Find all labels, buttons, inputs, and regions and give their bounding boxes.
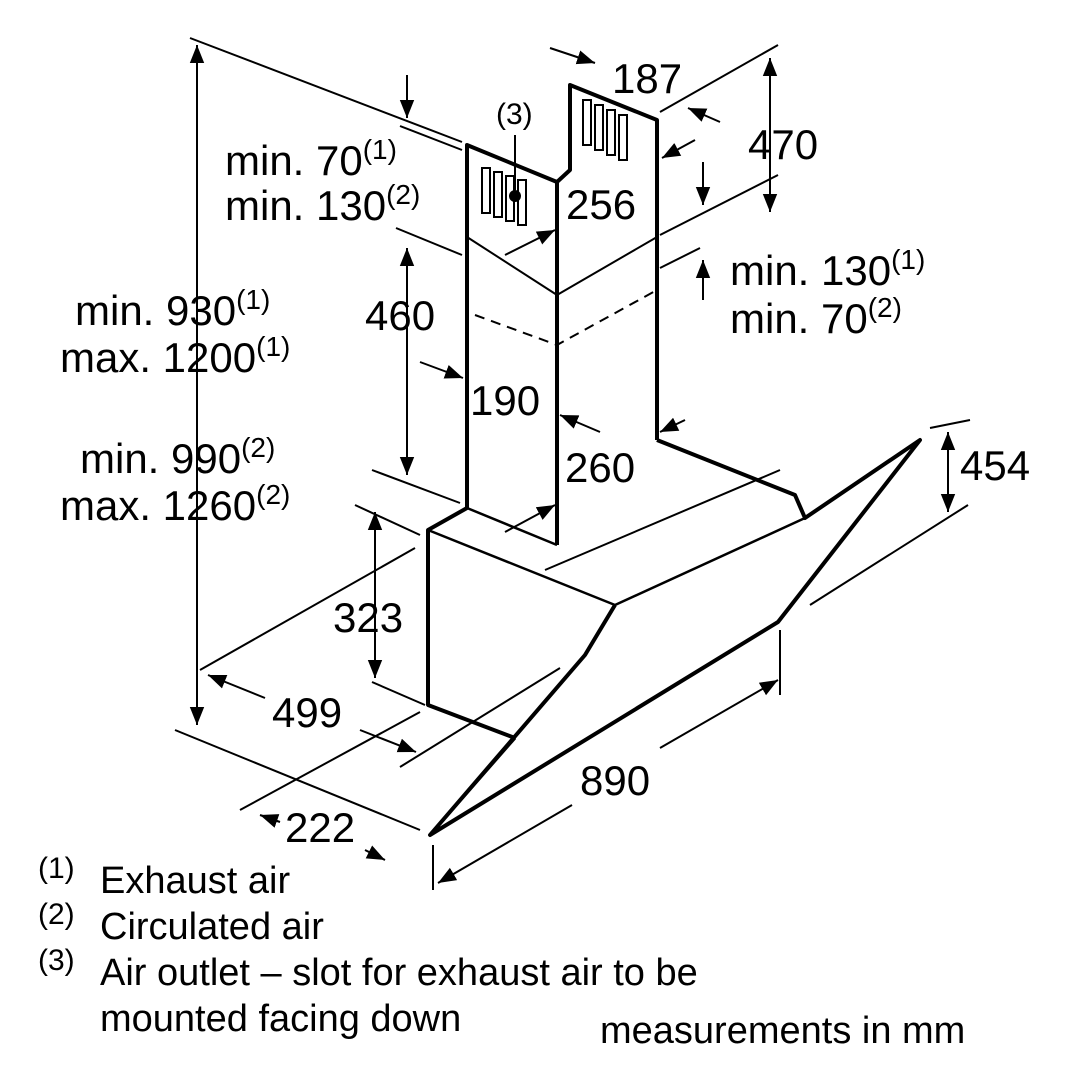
footnote-ref: (1) (891, 244, 926, 275)
legend-item-circulated: (2) Circulated air (38, 900, 324, 948)
label: min. 130 (730, 247, 892, 294)
legend-text: Air outlet – slot for exhaust air to be (100, 952, 698, 994)
dim-187: 187 (612, 55, 683, 102)
dim-260: 260 (565, 444, 636, 491)
label: min. 130 (225, 182, 387, 229)
side-gap-min-circulated: min. 70(2) (730, 294, 902, 342)
height-exhaust-min: min. 930(1) (75, 286, 270, 334)
dim-190: 190 (470, 377, 541, 424)
units-note: measurements in mm (600, 1010, 966, 1052)
height-circulated-min: min. 990(2) (80, 434, 275, 482)
footnote-ref: (2) (867, 292, 902, 323)
legend-item-outlet: (3) Air outlet – slot for exhaust air to … (38, 946, 698, 994)
height-circulated-max: max. 1260(2) (60, 481, 290, 529)
dim-323: 323 (333, 594, 404, 641)
outlet-reference: (3) (496, 98, 533, 131)
label: max. 1200 (60, 334, 257, 381)
hidden-line (474, 289, 658, 347)
legend-number: (1) (38, 852, 75, 885)
footnote-ref: (1) (362, 134, 397, 165)
legend-text: Circulated air (100, 906, 324, 948)
legend-item-exhaust: (1) Exhaust air (38, 854, 291, 902)
legend-number: (2) (38, 898, 75, 931)
side-gap-min-exhaust: min. 130(1) (730, 246, 925, 294)
dim-499: 499 (272, 689, 343, 736)
dim-256: 256 (566, 181, 637, 228)
label: min. 990 (80, 435, 242, 482)
label: min. 70 (225, 137, 363, 184)
dim-454: 454 (960, 442, 1031, 489)
outlet-marker (509, 190, 521, 202)
dim-460: 460 (365, 292, 436, 339)
hood-outline (426, 83, 922, 837)
top-gap-min-exhaust: min. 70(1) (225, 136, 397, 184)
legend-number: (3) (38, 944, 75, 977)
footnote-ref: (2) (241, 432, 276, 463)
legend-item-outlet-line2: mounted facing down (100, 998, 462, 1040)
dimension-lines (174, 37, 971, 890)
label: min. 70 (730, 295, 868, 342)
height-exhaust-max: max. 1200(1) (60, 333, 290, 381)
top-gap-min-circulated: min. 130(2) (225, 181, 420, 229)
footnote-ref: (2) (256, 479, 291, 510)
footnote-ref: (1) (256, 331, 291, 362)
dim-890: 890 (580, 757, 651, 804)
dim-222: 222 (285, 804, 356, 851)
footnote-ref: (1) (236, 284, 271, 315)
label: min. 930 (75, 287, 237, 334)
label: max. 1260 (60, 482, 257, 529)
dim-470: 470 (748, 121, 819, 168)
legend-text: Exhaust air (100, 860, 291, 902)
footnote-ref: (2) (386, 179, 421, 210)
